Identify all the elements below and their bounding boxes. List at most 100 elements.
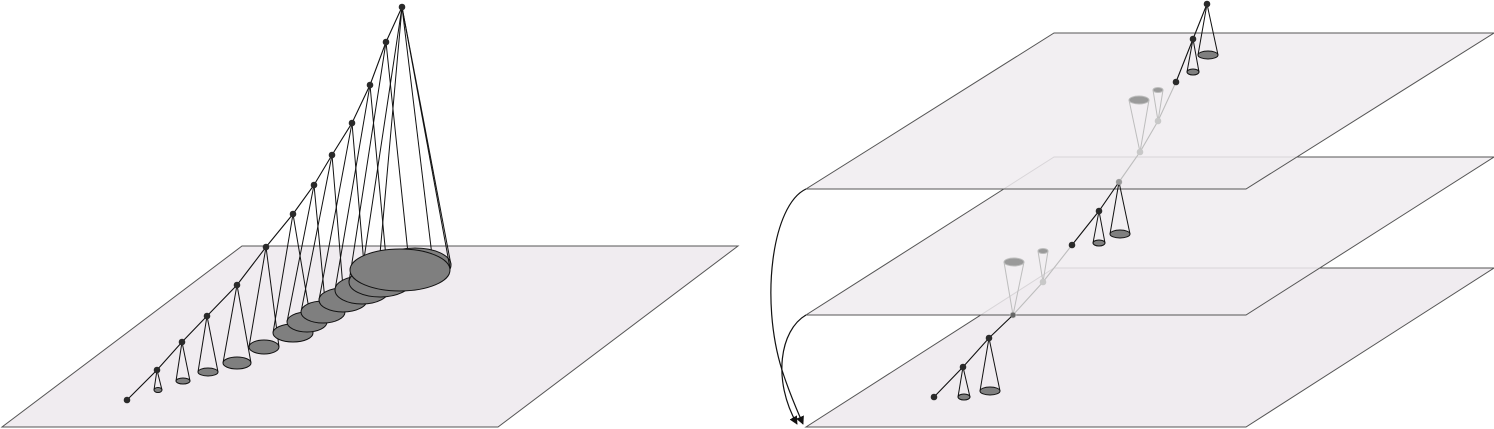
- cone-edge-right: [1157, 89, 1164, 122]
- cone-edge-left: [153, 369, 158, 391]
- cone-0: [153, 369, 163, 393]
- node-3: [203, 312, 211, 320]
- node-2: [1203, 0, 1211, 8]
- left-cones: [153, 6, 452, 393]
- faded-chain-upper: [1118, 81, 1177, 183]
- cone-base-ellipse: [222, 356, 252, 370]
- chain-bottom: [933, 314, 1014, 398]
- cone-edge-left: [175, 341, 183, 382]
- cone-edge-lead: [401, 6, 451, 269]
- node-1: [959, 363, 967, 371]
- cone-base-ellipse: [1197, 50, 1219, 60]
- cone-base-ellipse-lead: [349, 248, 451, 292]
- node-2: [1154, 117, 1162, 125]
- cone-b1: [957, 366, 971, 401]
- cone-edge-left: [1037, 250, 1044, 283]
- node-6: [289, 210, 297, 218]
- node-5: [262, 243, 270, 251]
- cone-base-ellipse: [1152, 87, 1164, 93]
- cone-1: [175, 341, 191, 385]
- cone-edge-left: [1109, 181, 1120, 235]
- node-9: [348, 119, 356, 127]
- cone-edge-left: [348, 41, 387, 283]
- node-12: [398, 3, 406, 11]
- cone-base-ellipse: [1109, 229, 1131, 239]
- cone-edge-left: [334, 84, 371, 291]
- right-plane-bottom: [804, 267, 1494, 428]
- cone-base-ellipse: [1003, 257, 1025, 267]
- cone-edge-left: [957, 366, 964, 398]
- cone-edge-left: [1092, 210, 1100, 244]
- node-1: [1039, 278, 1047, 286]
- cone-base-ellipse: [153, 387, 163, 393]
- cone-edge-left: [248, 246, 267, 348]
- cone-edge-right: [1042, 250, 1049, 283]
- cone-base-ellipse: [248, 339, 280, 355]
- node-4: [233, 281, 241, 289]
- cone-2: [197, 315, 219, 377]
- cone-edge-left: [979, 337, 990, 392]
- arrow-top-to-bottom: [770, 188, 807, 425]
- node-0: [930, 393, 938, 401]
- cone-faded-lower-b: [1037, 248, 1049, 283]
- cone-edge-right: [1192, 38, 1200, 73]
- cone-edge-right: [1206, 3, 1219, 56]
- cone-edge-left: [1152, 89, 1159, 122]
- right-faded-elements: [1003, 81, 1177, 319]
- cone-edge-right: [1012, 261, 1025, 316]
- cone-edge-left: [361, 6, 403, 273]
- cone-edge-left: [300, 154, 333, 313]
- cone-edge-right: [236, 284, 252, 364]
- cone-edge-right: [1118, 181, 1131, 235]
- cone-edge-right: [181, 341, 191, 382]
- cone-base-ellipse: [1092, 239, 1106, 247]
- cone-faded-upper-b: [1152, 87, 1164, 122]
- cone-edge-right: [962, 366, 971, 398]
- cone-edge-left: [197, 315, 208, 373]
- cone-edge-right: [1139, 99, 1150, 153]
- cone-edge-left: [1003, 261, 1014, 316]
- cone-t1: [1186, 38, 1200, 76]
- right-panel: [770, 0, 1494, 428]
- cone-m2: [1109, 181, 1131, 239]
- node-0: [123, 396, 131, 404]
- cone-base-ellipse: [1037, 248, 1049, 254]
- cone-base-ellipse: [175, 377, 191, 385]
- node-7: [310, 181, 318, 189]
- cone-faded-upper-a: [1128, 95, 1150, 153]
- node-2: [985, 334, 993, 342]
- node-1: [1095, 207, 1103, 215]
- cone-m1: [1092, 210, 1106, 247]
- cone-base-ellipse: [1186, 68, 1200, 76]
- node-0: [1068, 241, 1076, 249]
- node-8: [328, 151, 336, 159]
- cone-b2: [979, 337, 1001, 396]
- right-nodes: [930, 0, 1211, 401]
- node-1: [153, 366, 161, 374]
- cone-12: [378, 6, 452, 283]
- right-cones: [957, 3, 1219, 401]
- node-1: [1136, 148, 1144, 156]
- left-panel: [0, 3, 740, 428]
- cone-base-ellipse: [979, 386, 1001, 396]
- cone-edge-right: [1098, 210, 1106, 244]
- cone-edge-left: [1186, 38, 1194, 73]
- node-10: [366, 81, 374, 89]
- cone-edge-left: [378, 6, 403, 266]
- cone-edge-left: [318, 122, 353, 301]
- cone-base-ellipse: [197, 367, 219, 377]
- cone-edge-right: [401, 6, 435, 273]
- right-plane-top: [804, 32, 1494, 190]
- arrow-middle-to-bottom: [781, 314, 807, 425]
- cone-edge-left: [272, 213, 294, 334]
- cone-edge-left: [1197, 3, 1208, 56]
- cone-t2: [1197, 3, 1219, 60]
- cone-edge-left: [286, 184, 315, 323]
- node-1: [1189, 35, 1197, 43]
- cone-3: [222, 284, 252, 370]
- cone-faded-lower-a: [1003, 257, 1025, 316]
- node-2: [178, 338, 186, 346]
- node-0: [1116, 179, 1122, 185]
- node-11: [382, 38, 390, 46]
- node-0: [1172, 78, 1180, 86]
